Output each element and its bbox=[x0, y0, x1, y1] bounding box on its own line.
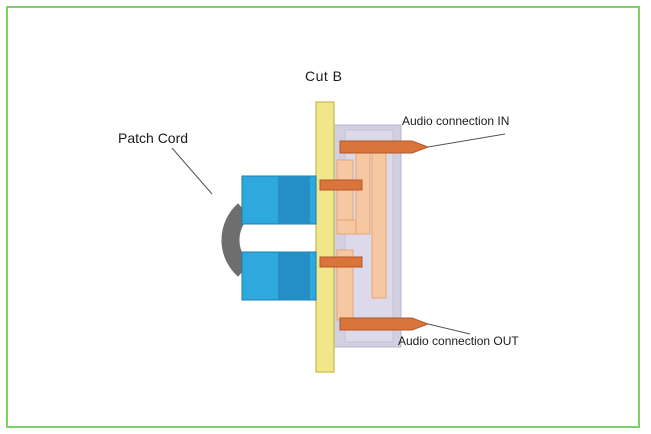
leader-audio-out bbox=[427, 323, 471, 335]
front-panel bbox=[315, 101, 335, 373]
contact-spring-out bbox=[371, 149, 387, 299]
audio-in-label: Audio connection IN bbox=[402, 114, 510, 128]
audio-out-label: Audio connection OUT bbox=[398, 334, 519, 348]
cut-label: Cut B bbox=[305, 68, 343, 84]
plug-upper-grip bbox=[278, 176, 310, 224]
plug-tip-upper bbox=[319, 179, 363, 191]
pin-audio-in bbox=[339, 140, 430, 154]
pin-audio-out bbox=[339, 317, 430, 331]
patch-cord-label: Patch Cord bbox=[118, 130, 189, 146]
contact-spring-in bbox=[355, 149, 371, 235]
plug-tip-lower bbox=[319, 256, 363, 268]
leader-audio-in bbox=[427, 133, 506, 148]
leader-patch-cord bbox=[171, 147, 213, 195]
patch-cord bbox=[221, 203, 251, 277]
plug-lower-grip bbox=[278, 252, 310, 300]
contact-upper bbox=[336, 159, 354, 223]
